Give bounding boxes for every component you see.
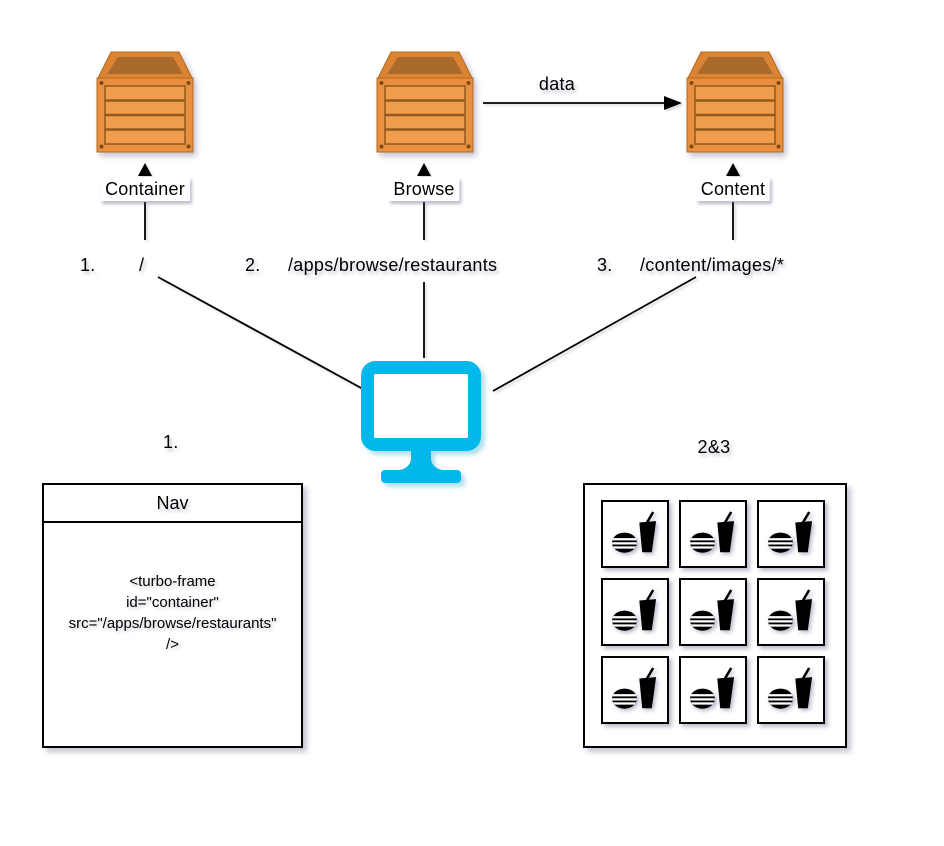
restaurant-grid-cell (601, 500, 669, 568)
fastfood-icon (690, 511, 736, 557)
route-2-path: /apps/browse/restaurants (288, 255, 498, 275)
restaurant-grid-cell (601, 656, 669, 724)
code-line: src="/apps/browse/restaurants" (68, 615, 277, 632)
route-1-number: 1. (80, 255, 96, 275)
fastfood-icon (768, 511, 814, 557)
restaurant-grid-cell (679, 656, 747, 724)
node-label-container: Container (100, 177, 190, 201)
fastfood-icon (690, 667, 736, 713)
edge-route1-monitor (157, 276, 364, 390)
route-3-number: 3. (597, 255, 613, 275)
restaurant-grid-cell (679, 578, 747, 646)
edge-route3-monitor (492, 276, 697, 392)
crate-icon-content (685, 50, 785, 154)
crate-icon-container (95, 50, 195, 154)
fastfood-icon (768, 589, 814, 635)
arrowhead-browse (417, 163, 431, 176)
code-line: id="container" (126, 594, 219, 611)
restaurant-grid-cell (601, 578, 669, 646)
fastfood-icon (612, 589, 658, 635)
fastfood-icon (612, 667, 658, 713)
restaurants-grid-panel (583, 483, 847, 748)
restaurant-grid-cell (757, 578, 825, 646)
restaurants-grid (601, 500, 845, 724)
fastfood-icon (768, 667, 814, 713)
data-edge-label: data (538, 74, 576, 94)
route-1-path: / (139, 255, 145, 275)
monitor-icon (361, 361, 481, 483)
nav-frame-panel: Nav <turbo-frame id="container" src="/ap… (42, 483, 303, 748)
node-label-content: Content (695, 177, 771, 201)
nav-panel-title: Nav (44, 485, 301, 523)
fastfood-icon (612, 511, 658, 557)
arrowhead-container (138, 163, 152, 176)
crate-icon-browse (375, 50, 475, 154)
arrowhead-content (726, 163, 740, 176)
route-2-number: 2. (245, 255, 261, 275)
restaurant-grid-cell (757, 656, 825, 724)
turbo-frame-code: <turbo-frame id="container" src="/apps/b… (44, 523, 301, 655)
node-label-browse: Browse (388, 177, 460, 201)
code-line: /> (166, 636, 179, 653)
route-3-path: /content/images/* (640, 255, 785, 275)
code-line: <turbo-frame (129, 573, 216, 590)
restaurant-grid-cell (679, 500, 747, 568)
nav-panel-number: 1. (163, 432, 179, 452)
grid-panel-number: 2&3 (697, 437, 731, 457)
restaurant-grid-cell (757, 500, 825, 568)
fastfood-icon (690, 589, 736, 635)
data-edge-arrowhead (664, 96, 682, 110)
